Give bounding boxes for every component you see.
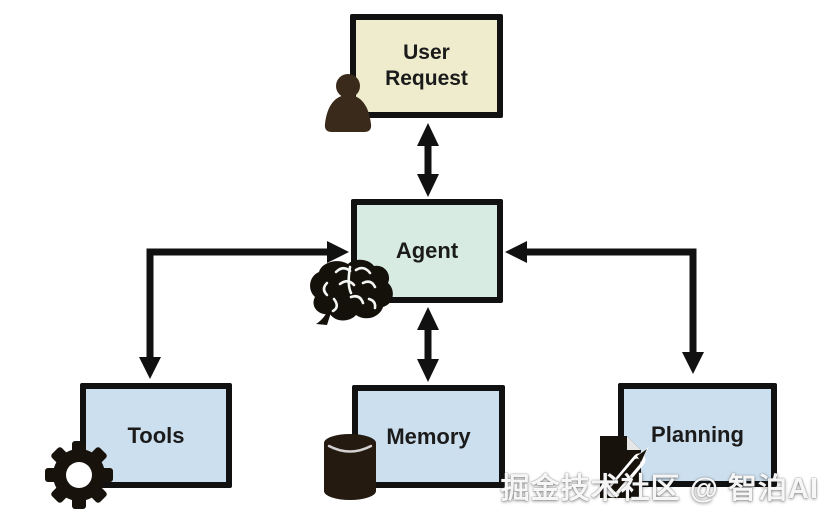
database-cylinder-icon (324, 434, 376, 500)
node-planning-label: Planning (651, 422, 744, 448)
node-tools-label: Tools (127, 422, 185, 448)
arrow-user-request-agent (417, 123, 439, 197)
node-user-request-label: User Request (385, 40, 468, 90)
gear-icon (45, 441, 113, 509)
node-planning: Planning (618, 383, 777, 487)
node-agent-label: Agent (395, 238, 459, 264)
arrow-agent-tools (139, 241, 349, 379)
node-memory: Memory (352, 385, 505, 488)
person-icon (324, 74, 372, 132)
watermark-text: 掘金技术社区 @ 智泊AI (500, 473, 819, 505)
arrow-agent-planning (505, 241, 704, 374)
arrow-agent-memory (417, 307, 439, 382)
node-memory-label: Memory (386, 423, 471, 449)
node-user-request: User Request (350, 14, 503, 118)
document-pencil-icon (600, 436, 649, 498)
brain-icon (310, 259, 393, 325)
